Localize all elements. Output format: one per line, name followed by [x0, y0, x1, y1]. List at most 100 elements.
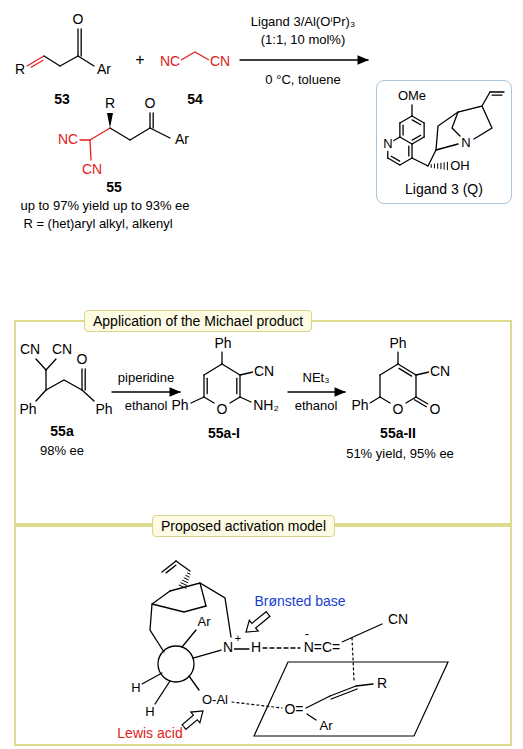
bond-line — [153, 113, 154, 128]
atom-label: CN — [51, 342, 73, 357]
atom-label: O — [392, 402, 405, 417]
bond-line — [370, 397, 380, 403]
bond-line — [436, 106, 492, 150]
hashed-bond — [183, 580, 188, 582]
bond-line — [400, 158, 412, 165]
bond-line — [46, 380, 82, 390]
bond-line — [415, 375, 416, 397]
bond-line — [150, 128, 170, 138]
compound-number: 54 — [186, 92, 204, 107]
bond-line — [412, 135, 420, 140]
atom-label: CN — [19, 342, 41, 357]
hashed-bond — [187, 573, 190, 574]
reaction-arrow — [288, 391, 345, 392]
atom-label: H — [144, 705, 155, 719]
bond-line — [416, 397, 428, 404]
bond-line — [411, 105, 412, 116]
atom-label: N — [222, 640, 234, 655]
compound-number: 55a-II — [379, 426, 417, 441]
condition-text: NEt₃ — [302, 371, 331, 385]
node-text: Ligand 3 (Q) — [405, 181, 483, 197]
newman-circle — [158, 646, 194, 682]
atom-label: N — [460, 136, 471, 150]
bond-line — [82, 390, 94, 401]
bond-line — [380, 364, 398, 375]
hashed-bond — [431, 165, 432, 168]
bond-line — [397, 352, 398, 364]
node-text: Application of the Michael product — [93, 313, 303, 329]
hashed-bond — [181, 583, 187, 586]
block-arrow — [246, 612, 270, 632]
bond-line — [81, 369, 82, 390]
condition-text: ethanol — [294, 399, 339, 413]
atom-label: NH₂ — [252, 398, 280, 413]
bond-line — [155, 681, 170, 704]
result-text: up to 97% yield up to 93% ee — [19, 199, 190, 213]
compound-number: 55 — [105, 180, 123, 195]
attack-line — [352, 638, 354, 680]
role-label: Lewis acid — [116, 726, 183, 741]
bond-line — [204, 364, 222, 375]
bond-line — [379, 375, 380, 397]
atom-label: R — [14, 62, 26, 77]
bond-line — [44, 56, 60, 66]
bond-line — [230, 397, 240, 403]
atom-label: Ph — [170, 398, 189, 413]
bond-line — [307, 714, 316, 720]
atom-label: Ar — [197, 615, 212, 629]
atom-label: OMe — [397, 89, 427, 103]
charge-sign: + — [234, 632, 242, 644]
bond-line — [408, 146, 409, 156]
bond-line — [170, 583, 231, 637]
atom-label: N — [382, 137, 393, 151]
atom-label: Ph — [18, 402, 37, 417]
section-heading: Proposed activation model — [152, 515, 335, 537]
atom-label: Ar — [96, 62, 112, 77]
bond-line — [203, 375, 204, 397]
atom-label: O — [72, 12, 85, 27]
bond-line — [46, 359, 56, 370]
bond-line — [412, 137, 424, 144]
bond-line — [428, 150, 436, 166]
bond-line — [399, 123, 400, 137]
structures — [27, 29, 504, 736]
bond-line — [331, 689, 357, 699]
bond-line — [414, 400, 426, 407]
atom-label: N=C= — [303, 640, 342, 655]
bond-line — [412, 158, 428, 166]
bond-line — [436, 144, 458, 150]
hashed-bond — [447, 162, 448, 170]
bond-line — [240, 372, 253, 375]
bond-line — [36, 390, 46, 401]
bond-line — [130, 128, 150, 140]
hashed-bond — [440, 163, 441, 169]
bond-line — [399, 368, 412, 376]
atom-label: H — [250, 640, 262, 655]
hashed-bond — [444, 163, 445, 170]
bond-line — [152, 604, 206, 612]
bond-line — [222, 364, 240, 375]
bond-line — [412, 120, 420, 125]
block-arrow — [182, 711, 203, 729]
atom-label: H — [130, 681, 141, 695]
hydrogen-bond — [263, 647, 300, 648]
atom-label: O-Al — [201, 693, 229, 707]
bond-line — [452, 112, 461, 137]
bond-line — [36, 359, 46, 370]
bond-line — [240, 397, 251, 402]
bond-line — [411, 144, 412, 158]
bond-line — [356, 684, 373, 686]
bond-line — [234, 648, 249, 649]
bond-line — [181, 52, 209, 60]
wedge-bond — [107, 113, 113, 128]
bond-line — [207, 378, 208, 393]
bond-line — [402, 125, 403, 135]
atom-label: CN — [209, 54, 231, 69]
bond-line — [150, 591, 170, 652]
bond-line — [236, 378, 237, 393]
substrate-plane — [254, 662, 448, 736]
bond-line — [60, 56, 78, 66]
atom-label: Ph — [94, 402, 113, 417]
coordination-bond — [232, 702, 282, 708]
bond-line — [412, 116, 424, 123]
